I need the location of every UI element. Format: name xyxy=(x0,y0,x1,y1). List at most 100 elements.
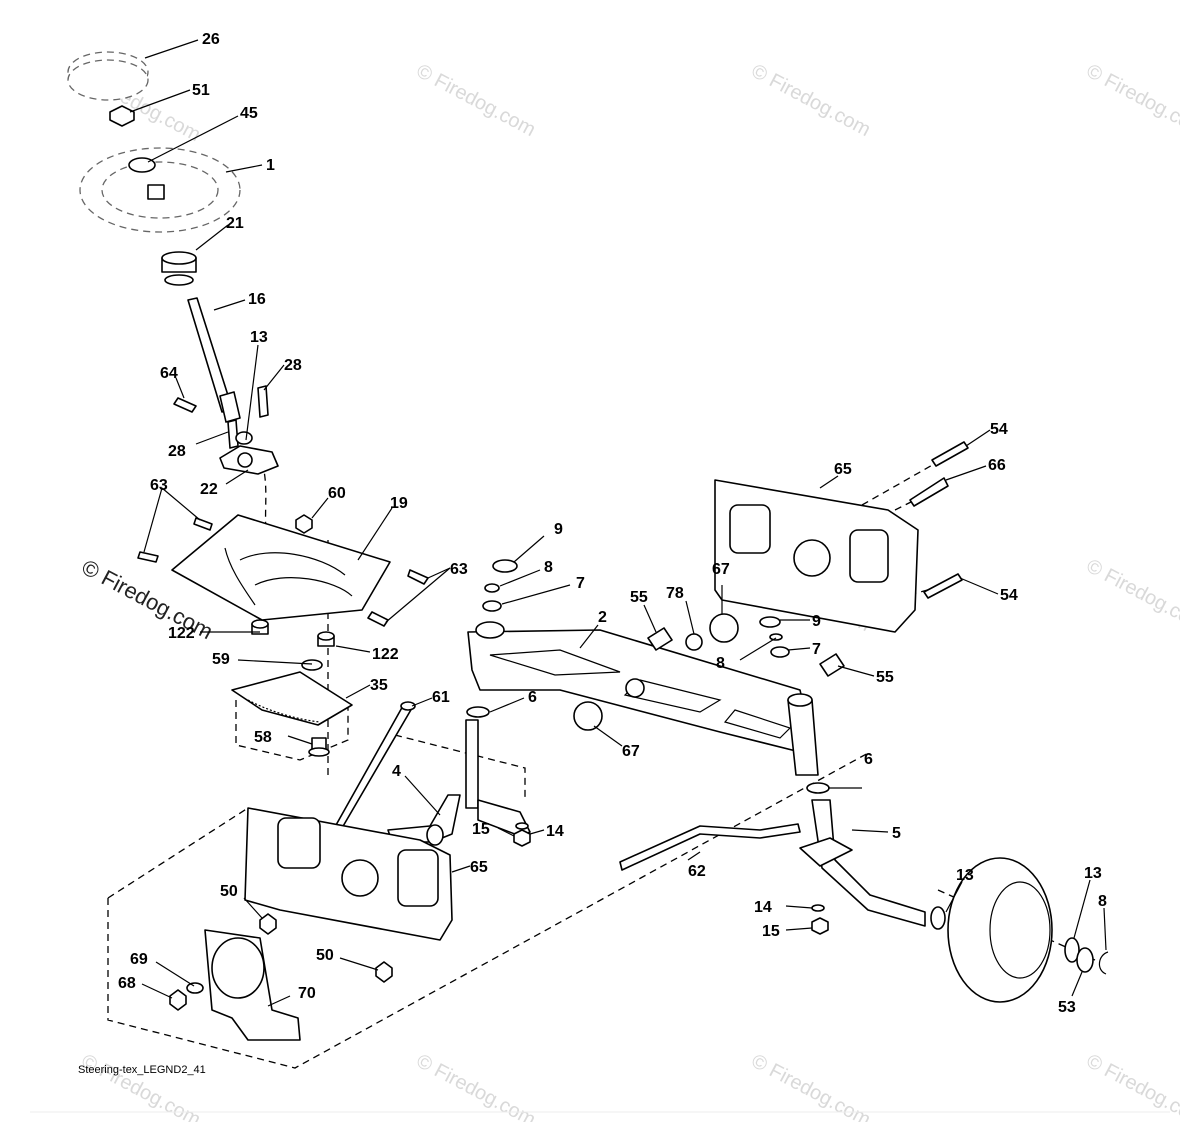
spacer-55a xyxy=(647,627,673,651)
callout-16: 16 xyxy=(248,291,266,308)
bushing-122-b-top xyxy=(317,631,335,641)
callout-69: 69 xyxy=(130,951,148,968)
spacer-55b xyxy=(819,653,845,677)
side-panel-hole xyxy=(341,859,379,897)
callout-14: 14 xyxy=(546,823,564,840)
drag-link-61-end xyxy=(400,701,416,711)
callout-4: 4 xyxy=(392,763,401,780)
bushing-67a xyxy=(709,613,739,643)
bracket-19-slot xyxy=(239,552,346,576)
nut-50a xyxy=(259,913,277,935)
bushing-6a xyxy=(466,706,490,718)
spindle-left-4-king xyxy=(465,719,479,809)
front-axle-right-top xyxy=(787,693,813,707)
shaft-gear xyxy=(219,391,241,423)
callout-13: 13 xyxy=(1084,865,1102,882)
callout-70: 70 xyxy=(298,985,316,1002)
bolt-63-c xyxy=(407,569,429,585)
watermark: © Firedog.com xyxy=(413,1050,539,1122)
callout-1: 1 xyxy=(266,157,275,174)
watermark: © Firedog.com xyxy=(748,1050,874,1122)
front-axle-slot xyxy=(489,649,621,676)
ring-8b xyxy=(769,633,783,641)
nut-68 xyxy=(169,989,187,1011)
nut-51 xyxy=(109,105,135,127)
callout-55: 55 xyxy=(630,589,648,606)
callout-26: 26 xyxy=(202,31,220,48)
watermark: © Firedog.com xyxy=(748,60,874,141)
callout-50: 50 xyxy=(316,947,334,964)
ring-8a xyxy=(484,583,500,593)
bolt-28-b xyxy=(227,419,239,449)
bracket-19-slot xyxy=(254,577,353,597)
side-panel-window xyxy=(277,817,321,869)
bolt-54a xyxy=(931,441,969,467)
front-wheel xyxy=(947,857,1053,1003)
washer-78 xyxy=(685,633,703,651)
washer-14a xyxy=(515,822,529,830)
front-axle-slot xyxy=(723,709,792,739)
side-panel-window xyxy=(729,504,771,554)
bolt-63-d xyxy=(367,611,389,627)
callout-62: 62 xyxy=(688,863,706,880)
callout-7: 7 xyxy=(812,641,821,658)
front-axle-right-tube xyxy=(787,699,819,776)
bushing-22-hole xyxy=(237,452,253,468)
washer-59 xyxy=(301,659,323,671)
callout-67: 67 xyxy=(712,561,730,578)
bolt-54b xyxy=(923,573,963,599)
watermark: © Firedog.com xyxy=(1083,555,1180,636)
washer-69 xyxy=(186,982,204,994)
bushing-6b xyxy=(806,782,830,794)
callout-51: 51 xyxy=(192,82,210,99)
front-axle-pivot xyxy=(625,678,645,698)
callout-58: 58 xyxy=(254,729,272,746)
callout-6: 6 xyxy=(528,689,537,706)
callout-55: 55 xyxy=(876,669,894,686)
callout-22: 22 xyxy=(200,481,218,498)
callouts: 26 51 45 1 21 16 13 28 64 28 22 63 60 19… xyxy=(118,31,1107,1016)
gear-group-outline xyxy=(235,700,349,761)
callout-122: 122 xyxy=(372,646,399,663)
bolt-63-a xyxy=(193,517,213,531)
callout-50: 50 xyxy=(220,883,238,900)
side-panel-window xyxy=(849,529,889,583)
washer-7a xyxy=(482,600,502,612)
adapter-21-top xyxy=(161,251,197,265)
callout-14: 14 xyxy=(754,899,772,916)
callout-54: 54 xyxy=(1000,587,1018,604)
sector-gear-teeth xyxy=(247,699,321,723)
watermark: © Firedog.com xyxy=(1083,60,1180,141)
bracket-19-arc xyxy=(224,547,256,606)
nut-50b xyxy=(375,961,393,983)
hub-splines xyxy=(147,184,165,200)
cap-9b xyxy=(759,616,781,628)
nut-15a xyxy=(513,829,531,847)
callout-9: 9 xyxy=(812,613,821,630)
callout-61: 61 xyxy=(432,689,450,706)
bracket-19 xyxy=(171,514,391,621)
nut-60 xyxy=(295,514,313,534)
callout-19: 19 xyxy=(390,495,408,512)
callout-35: 35 xyxy=(370,677,388,694)
bolt-66 xyxy=(909,477,949,507)
callout-2: 2 xyxy=(598,609,607,626)
callout-6: 6 xyxy=(864,751,873,768)
bushing-67b xyxy=(573,701,603,731)
washer-13b xyxy=(930,906,946,930)
cap-9a xyxy=(492,559,518,573)
washer-53 xyxy=(1076,947,1094,973)
washer-13c xyxy=(1064,937,1080,963)
callout-60: 60 xyxy=(328,485,346,502)
callout-59: 59 xyxy=(212,651,230,668)
spindle-left-4 xyxy=(387,794,461,843)
nut-15b xyxy=(811,917,829,935)
adapter-21-bottom xyxy=(164,274,194,286)
callout-68: 68 xyxy=(118,975,136,992)
bolt-58-head xyxy=(308,747,330,757)
callout-54: 54 xyxy=(990,421,1008,438)
callout-122: 122 xyxy=(168,625,195,642)
callout-78: 78 xyxy=(666,585,684,602)
callout-5: 5 xyxy=(892,825,901,842)
callout-28: 28 xyxy=(168,443,186,460)
